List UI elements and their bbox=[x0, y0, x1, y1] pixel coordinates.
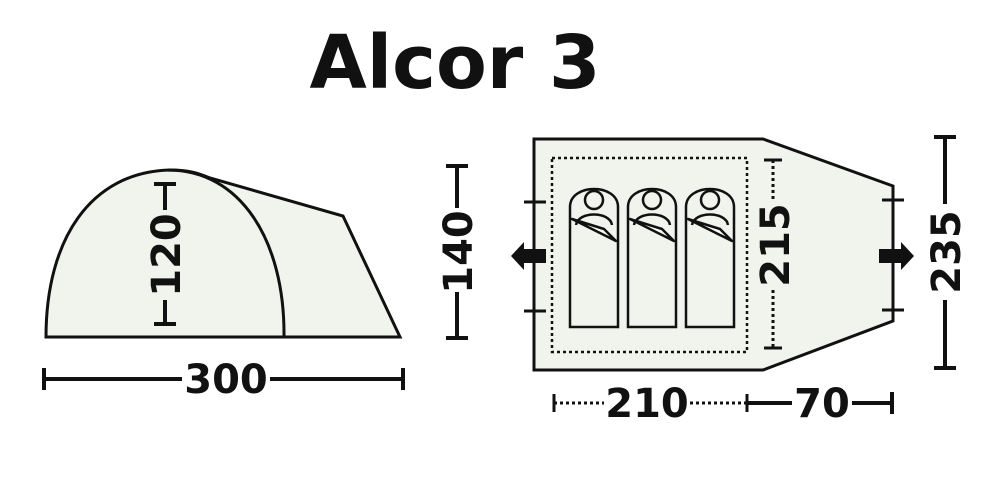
side-height-label: 120 bbox=[144, 213, 190, 297]
sleeping-bag-icon bbox=[626, 187, 678, 329]
tent-side-outline bbox=[44, 168, 403, 339]
side-view: 120 300 bbox=[42, 168, 405, 403]
right-entrance-arrow-icon bbox=[879, 242, 914, 270]
floor-height-label: 140 bbox=[436, 210, 482, 294]
side-length-label: 300 bbox=[184, 357, 268, 403]
left-entrance-arrow-icon bbox=[511, 242, 546, 270]
inner-length-label: 210 bbox=[605, 381, 689, 427]
sleeping-bags bbox=[568, 187, 736, 329]
outer-width-label: 235 bbox=[924, 210, 970, 294]
page-title: Alcor 3 bbox=[309, 20, 600, 106]
sleeping-bag-icon bbox=[568, 187, 620, 329]
vestibule-length-label: 70 bbox=[794, 381, 850, 427]
tent-arch-pole bbox=[167, 168, 286, 338]
floor-plan: 215 235 210 70 bbox=[511, 135, 970, 427]
inner-width-label: 215 bbox=[753, 203, 799, 287]
inner-tent-outline bbox=[550, 156, 749, 354]
sleeping-bag-icon bbox=[684, 187, 736, 329]
height-dimension: 140 bbox=[436, 164, 482, 340]
